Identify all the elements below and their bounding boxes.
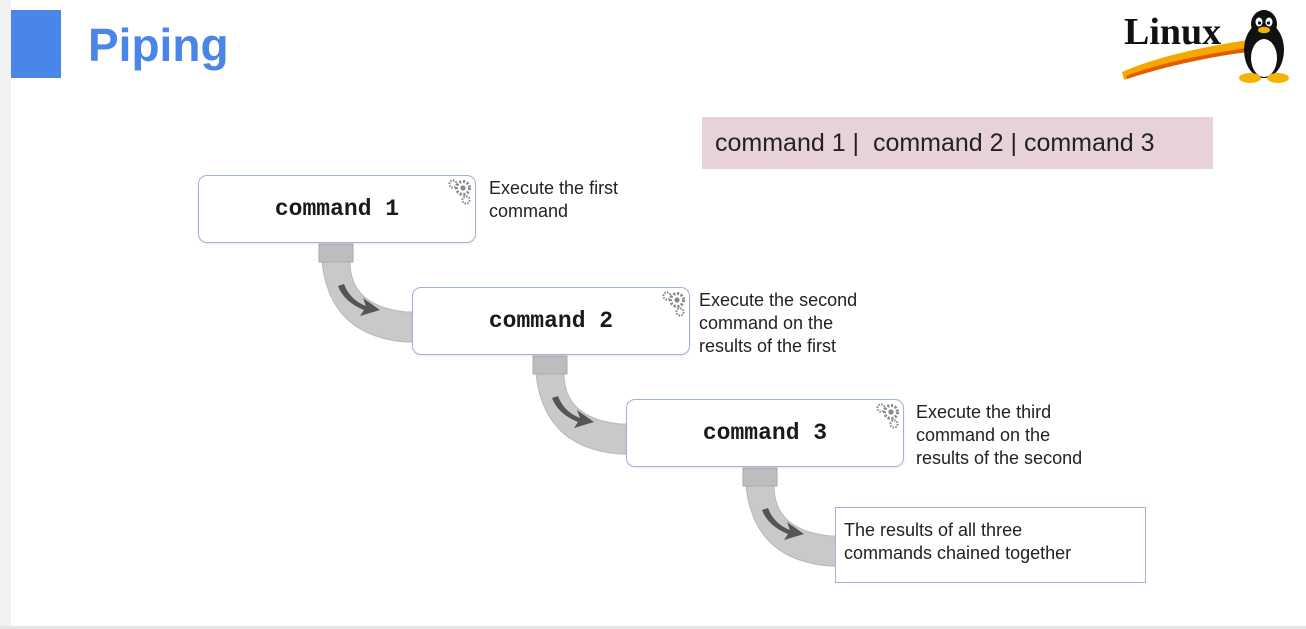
description-line: results of the second	[916, 448, 1083, 468]
final-result-box: The results of all three commands chaine…	[835, 507, 1146, 583]
result-line: commands chained together	[844, 543, 1072, 563]
gears-icon	[447, 178, 473, 206]
gears-icon	[875, 402, 901, 430]
description-line: command on the	[916, 425, 1051, 445]
bottom-rule	[0, 626, 1306, 629]
step-description-2: Execute the second command on the result…	[699, 289, 857, 358]
description-line: command on the	[699, 313, 834, 333]
description-line: Execute the first	[489, 178, 619, 198]
gears-icon	[661, 290, 687, 318]
command-box-2: command 2	[412, 287, 690, 355]
result-line: The results of all three	[844, 520, 1023, 540]
left-margin-rule	[0, 0, 11, 629]
linux-logo: Linux	[1118, 6, 1294, 86]
title-accent-bar	[11, 10, 61, 78]
command-box-3: command 3	[626, 399, 904, 467]
pipe-syntax-example: command 1 | command 2 | command 3	[702, 117, 1213, 169]
linux-wordmark: Linux	[1124, 11, 1221, 53]
command-box-1: command 1	[198, 175, 476, 243]
command-label: command 3	[702, 420, 828, 446]
step-description-3: Execute the third command on the results…	[916, 401, 1082, 470]
tux-penguin-icon	[1239, 10, 1289, 83]
description-line: command	[489, 201, 569, 221]
description-line: Execute the second	[699, 290, 858, 310]
description-line: results of the first	[699, 336, 837, 356]
description-line: Execute the third	[916, 402, 1052, 422]
step-description-1: Execute the first command	[489, 177, 618, 223]
slide-title: Piping	[88, 19, 229, 71]
command-label: command 2	[488, 308, 614, 334]
command-label: command 1	[274, 196, 400, 222]
